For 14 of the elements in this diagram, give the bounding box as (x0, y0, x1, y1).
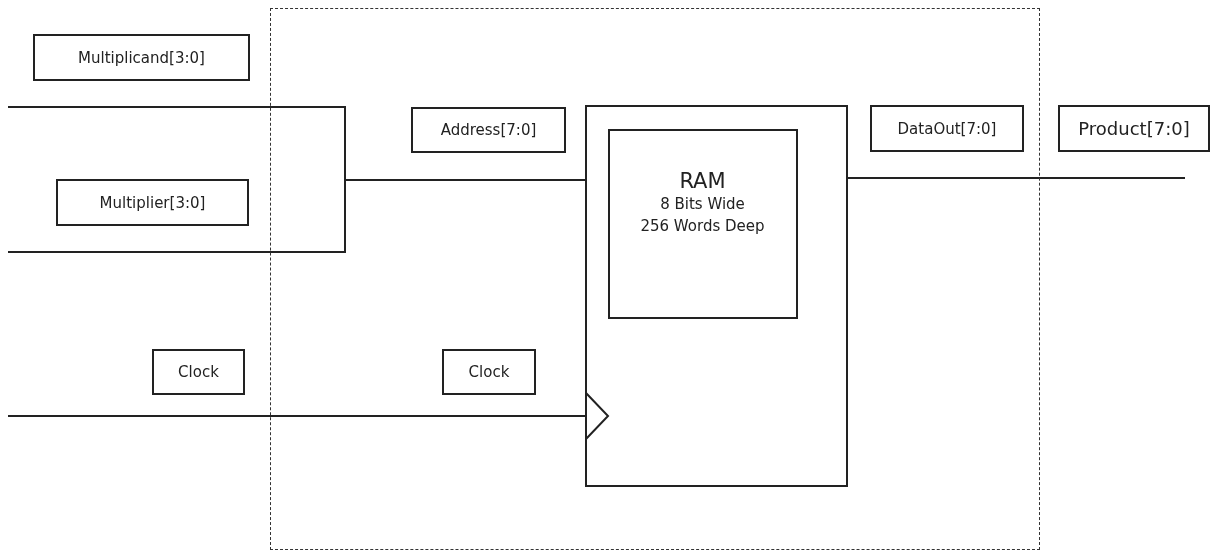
block-text: 8 Bits Wide (660, 193, 745, 215)
ram-box (607, 128, 798, 319)
signal-name-label: Multiplier[3:0] (56, 179, 249, 226)
signal-name-label: Clock (442, 349, 536, 395)
signal-wire (847, 177, 1186, 179)
signal-name-label: Product[7:0] (1058, 105, 1210, 152)
ram-block (584, 104, 848, 487)
block-text: 256 Words Deep (640, 215, 765, 237)
signal-name-label: Clock (152, 349, 245, 395)
signal-wire (7, 415, 586, 417)
signal-name-label: Multiplicand[3:0] (33, 34, 250, 81)
signal-name-label: DataOut[7:0] (870, 105, 1024, 152)
signal-name-label: Address[7:0] (411, 107, 566, 153)
block-title: RAM (679, 168, 726, 193)
